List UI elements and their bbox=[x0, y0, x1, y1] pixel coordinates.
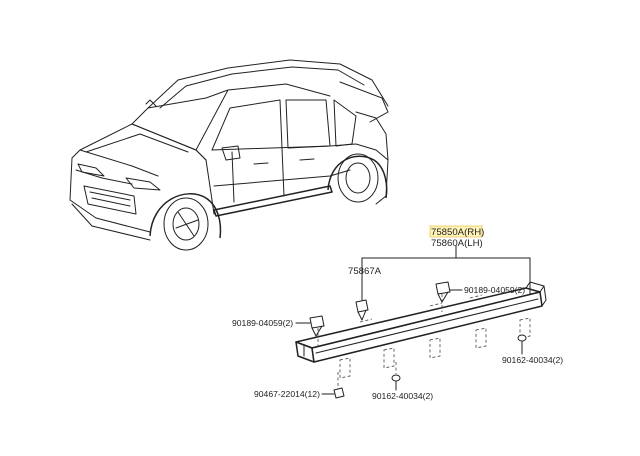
callout-clip-left[interactable]: 90189-04059(2) bbox=[232, 318, 293, 328]
callout-part-rh[interactable]: 75850A(RH) bbox=[431, 227, 484, 238]
part-highlight bbox=[429, 225, 483, 238]
callout-screw-right[interactable]: 90162-40034(2) bbox=[502, 355, 563, 365]
rocker-molding-icon bbox=[295, 281, 547, 379]
callout-clip-main[interactable]: 75867A bbox=[348, 266, 382, 277]
leader-lines bbox=[295, 245, 531, 395]
callout-screw-left[interactable]: 90467-22014(12) bbox=[254, 389, 320, 399]
callout-screw-bottom[interactable]: 90162-40034(2) bbox=[372, 391, 433, 401]
vehicle-suv-icon bbox=[69, 59, 389, 251]
screw-icon bbox=[333, 334, 527, 399]
callout-clip-right[interactable]: 90189-04059(2) bbox=[464, 285, 525, 295]
callout-part-lh[interactable]: 75860A(LH) bbox=[431, 238, 483, 249]
clip-icon bbox=[309, 281, 451, 337]
